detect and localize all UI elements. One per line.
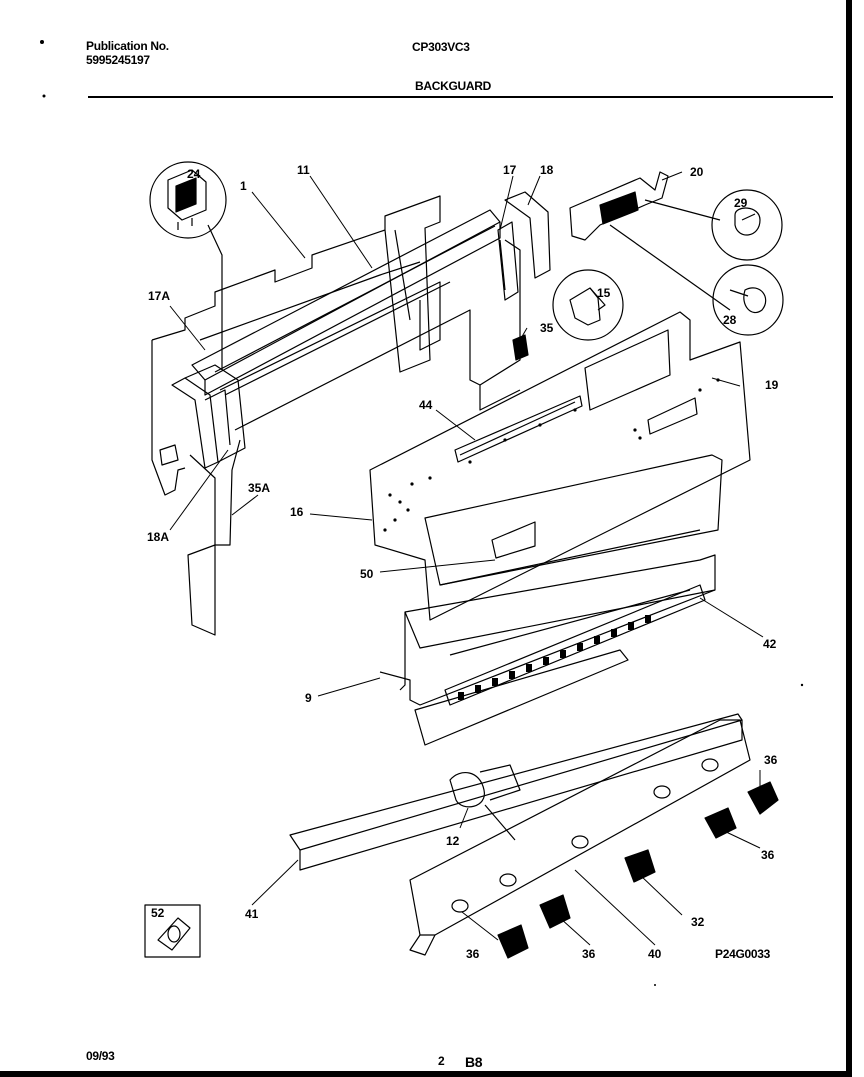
margin-marks (40, 40, 804, 986)
callout-44: 44 (419, 398, 433, 412)
header-rule (88, 96, 833, 98)
part-28-knob-detail (712, 264, 784, 336)
callout-24: 24 (187, 167, 201, 181)
part-right-endcap (497, 191, 551, 301)
callout-12: 12 (446, 834, 460, 848)
callout-labels: 24 1 11 17 18 20 29 15 35 28 17A 19 44 3… (147, 163, 779, 961)
footer-code: B8 (465, 1054, 483, 1070)
callout-50: 50 (360, 567, 374, 581)
figure-id: P24G0033 (715, 947, 770, 961)
part-41-manifold-bar (289, 713, 743, 871)
publication-number: 5995245197 (86, 53, 150, 67)
part-24-switch-detail (149, 161, 227, 370)
callout-29: 29 (734, 196, 748, 210)
part-52-detail-box (144, 904, 201, 958)
callout-41: 41 (245, 907, 259, 921)
footer-page: 2 (438, 1054, 445, 1068)
callout-20: 20 (690, 165, 704, 179)
part-50-glass (424, 454, 723, 586)
callout-16: 16 (290, 505, 304, 519)
callout-52: 52 (151, 906, 165, 920)
callout-28: 28 (723, 313, 737, 327)
callout-9: 9 (305, 691, 312, 705)
callout-1: 1 (240, 179, 247, 193)
callout-17A: 17A (148, 289, 170, 303)
part-left-endcap (159, 364, 246, 636)
part-19-control-panel (369, 311, 751, 621)
callout-36-c: 36 (466, 947, 480, 961)
callout-36-d: 36 (582, 947, 596, 961)
part-15-clip-detail (552, 269, 624, 341)
callout-15: 15 (597, 286, 611, 300)
bottom-border (0, 1071, 852, 1077)
model-number: CP303VC3 (412, 40, 470, 54)
part-42-vent-strip (414, 584, 706, 746)
callout-18A: 18A (147, 530, 169, 544)
part-35-clip (512, 334, 529, 361)
part-12-thermostat (449, 764, 521, 841)
part-20-bracket (569, 171, 731, 311)
callout-19: 19 (765, 378, 779, 392)
part-back-frame (151, 195, 441, 496)
callout-17: 17 (503, 163, 517, 177)
callout-36-a: 36 (764, 753, 778, 767)
part-40-knob-manifold (409, 719, 751, 956)
callout-11: 11 (297, 163, 310, 177)
part-29-knob-detail (711, 189, 783, 261)
part-top-trim (191, 209, 521, 431)
callout-36-b: 36 (761, 848, 775, 862)
callout-35: 35 (540, 321, 554, 335)
part-9-lower-trim (379, 554, 716, 706)
callout-18: 18 (540, 163, 554, 177)
leader-lines (169, 171, 764, 946)
callout-32: 32 (691, 915, 705, 929)
callout-40: 40 (648, 947, 662, 961)
callout-42: 42 (763, 637, 777, 651)
right-border (846, 0, 852, 1077)
part-36-knobs (497, 781, 779, 959)
footer-date: 09/93 (86, 1049, 115, 1063)
publication-label: Publication No. (86, 39, 169, 53)
callout-35A: 35A (248, 481, 270, 495)
section-title: BACKGUARD (415, 79, 491, 93)
